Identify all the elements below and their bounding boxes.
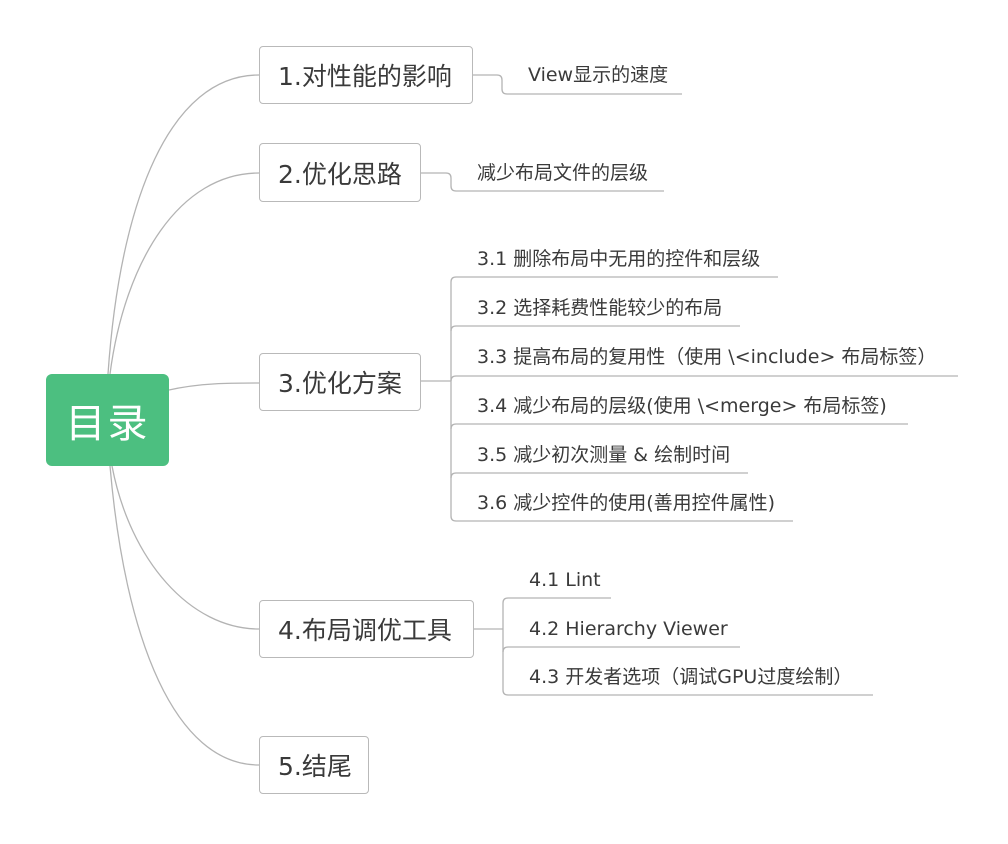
leaf-2-1[interactable]: 减少布局文件的层级 <box>477 162 649 184</box>
leaf-3-4[interactable]: 3.4 减少布局的层级(使用 \<merge> 布局标签) <box>477 395 887 417</box>
connector-branch4-leaf-2 <box>502 646 740 653</box>
leaf-3-3[interactable]: 3.3 提高布局的复用性（使用 \<include> 布局标签） <box>477 346 937 368</box>
branch-node-2[interactable]: 2.优化思路 <box>259 143 421 202</box>
connector-branch2-leaf <box>421 172 664 192</box>
leaf-4-1[interactable]: 4.1 Lint <box>529 569 601 591</box>
branch-node-4[interactable]: 4.布局调优工具 <box>259 600 474 658</box>
branch-node-5[interactable]: 5.结尾 <box>259 736 369 794</box>
connector-branch3-leaf-5 <box>450 472 748 479</box>
connector-branch3-leaf-4 <box>450 423 908 430</box>
connector-branch1-leaf <box>473 74 682 95</box>
leaf-3-2[interactable]: 3.2 选择耗费性能较少的布局 <box>477 297 723 319</box>
leaf-4-2[interactable]: 4.2 Hierarchy Viewer <box>529 618 728 640</box>
connector-root-branch-2 <box>109 172 260 375</box>
branch-node-3[interactable]: 3.优化方案 <box>259 353 421 411</box>
connector-branch3-spine <box>450 276 457 522</box>
leaf-1-1[interactable]: View显示的速度 <box>528 64 669 86</box>
connector-root-branch-4 <box>111 465 260 630</box>
root-node[interactable]: 目录 <box>46 374 169 466</box>
branch-node-1[interactable]: 1.对性能的影响 <box>259 46 473 104</box>
connector-root-branch-5 <box>109 465 260 766</box>
leaf-3-6[interactable]: 3.6 减少控件的使用(善用控件属性) <box>477 492 776 514</box>
connector-branch4-spine <box>502 597 509 696</box>
connector-root-branch-1 <box>107 74 260 375</box>
connector-branch3-leaf-3 <box>450 375 958 382</box>
leaf-3-1[interactable]: 3.1 删除布局中无用的控件和层级 <box>477 248 761 270</box>
leaf-4-3[interactable]: 4.3 开发者选项（调试GPU过度绘制） <box>529 666 853 688</box>
leaf-3-5[interactable]: 3.5 减少初次测量 & 绘制时间 <box>477 444 731 466</box>
connector-root-branch-3 <box>168 382 260 391</box>
connector-branch3-leaf-2 <box>450 325 740 332</box>
